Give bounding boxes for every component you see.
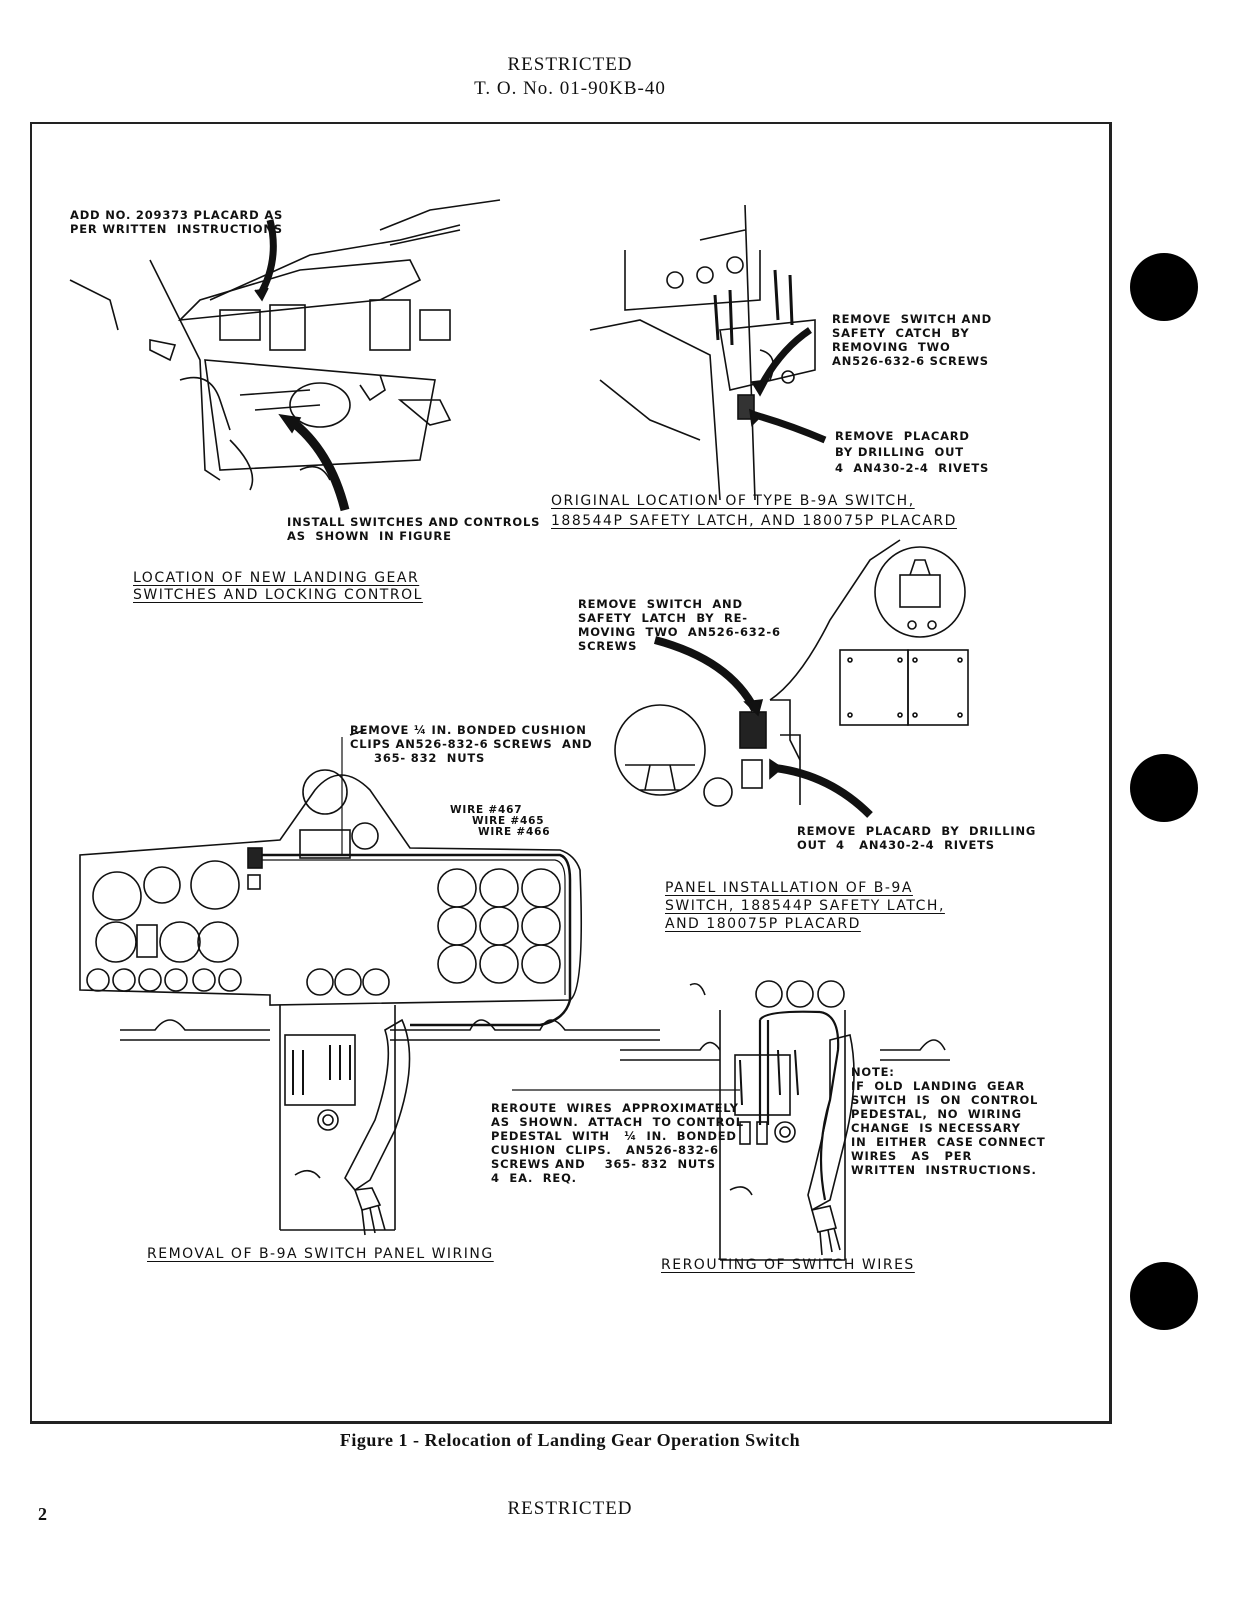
binder-hole (1130, 1262, 1198, 1330)
header-classification: RESTRICTED (507, 54, 633, 75)
callout-remove-switch-latch: REMOVE SWITCH AND SAFETY LATCH BY RE- MO… (578, 597, 781, 653)
wire-465-label: WIRE #465 (472, 815, 545, 827)
callout-remove-placard-panel: REMOVE PLACARD BY DRILLING OUT 4 AN430-2… (797, 824, 1037, 852)
wire-466-label: WIRE #466 (478, 826, 551, 838)
view-title-location-new-line2: SWITCHES AND LOCKING CONTROL (133, 587, 423, 603)
view-title-panel-installation-line2: SWITCH, 188544P SAFETY LATCH, (665, 898, 945, 914)
cockpit-pedestal-drawing (69, 199, 501, 512)
callout-remove-switch-catch: REMOVE SWITCH AND SAFETY CATCH BY REMOVI… (832, 312, 993, 368)
callout-install-switches: INSTALL SWITCHES AND CONTROLS AS SHOWN I… (287, 515, 541, 543)
view-title-original-line1: ORIGINAL LOCATION OF TYPE B-9A SWITCH, (551, 493, 915, 509)
callout-remove-placard-original: REMOVE PLACARD BY DRILLING OUT 4 AN430-2… (835, 429, 990, 475)
original-location-drawing (589, 204, 827, 501)
view-title-removal-wiring: REMOVAL OF B-9A SWITCH PANEL WIRING (147, 1246, 494, 1262)
callout-reroute-wires: REROUTE WIRES APPROXIMATELY AS SHOWN. AT… (491, 1101, 744, 1185)
view-title-panel-installation-line1: PANEL INSTALLATION OF B-9A (665, 880, 913, 896)
view-title-panel-installation-line3: AND 180075P PLACARD (665, 916, 861, 932)
page-number: 2 (38, 1504, 47, 1524)
technical-order-number: T. O. No. 01-90KB-40 (474, 78, 666, 99)
view-title-location-new-line1: LOCATION OF NEW LANDING GEAR (133, 570, 420, 586)
view-title-original-line2: 188544P SAFETY LATCH, AND 180075P PLACAR… (551, 513, 957, 529)
footer-classification: RESTRICTED (507, 1498, 633, 1519)
note-old-landing-gear-switch: NOTE: IF OLD LANDING GEAR SWITCH IS ON C… (851, 1065, 1046, 1177)
binder-hole (1130, 253, 1198, 321)
panel-installation-drawing (614, 539, 969, 818)
wire-467-label: WIRE #467 (450, 804, 523, 816)
figure-frame (30, 122, 1112, 1424)
callout-add-placard: ADD NO. 209373 PLACARD AS PER WRITTEN IN… (70, 208, 284, 236)
binder-hole (1130, 754, 1198, 822)
view-title-rerouting: REROUTING OF SWITCH WIRES (661, 1257, 915, 1273)
figure-caption: Figure 1 - Relocation of Landing Gear Op… (339, 1430, 801, 1450)
callout-remove-cushion-clips: REMOVE ¼ IN. BONDED CUSHION CLIPS AN526-… (350, 723, 593, 765)
instrument-panel-wiring-drawing (79, 729, 660, 1236)
rerouting-drawing (512, 980, 950, 1261)
